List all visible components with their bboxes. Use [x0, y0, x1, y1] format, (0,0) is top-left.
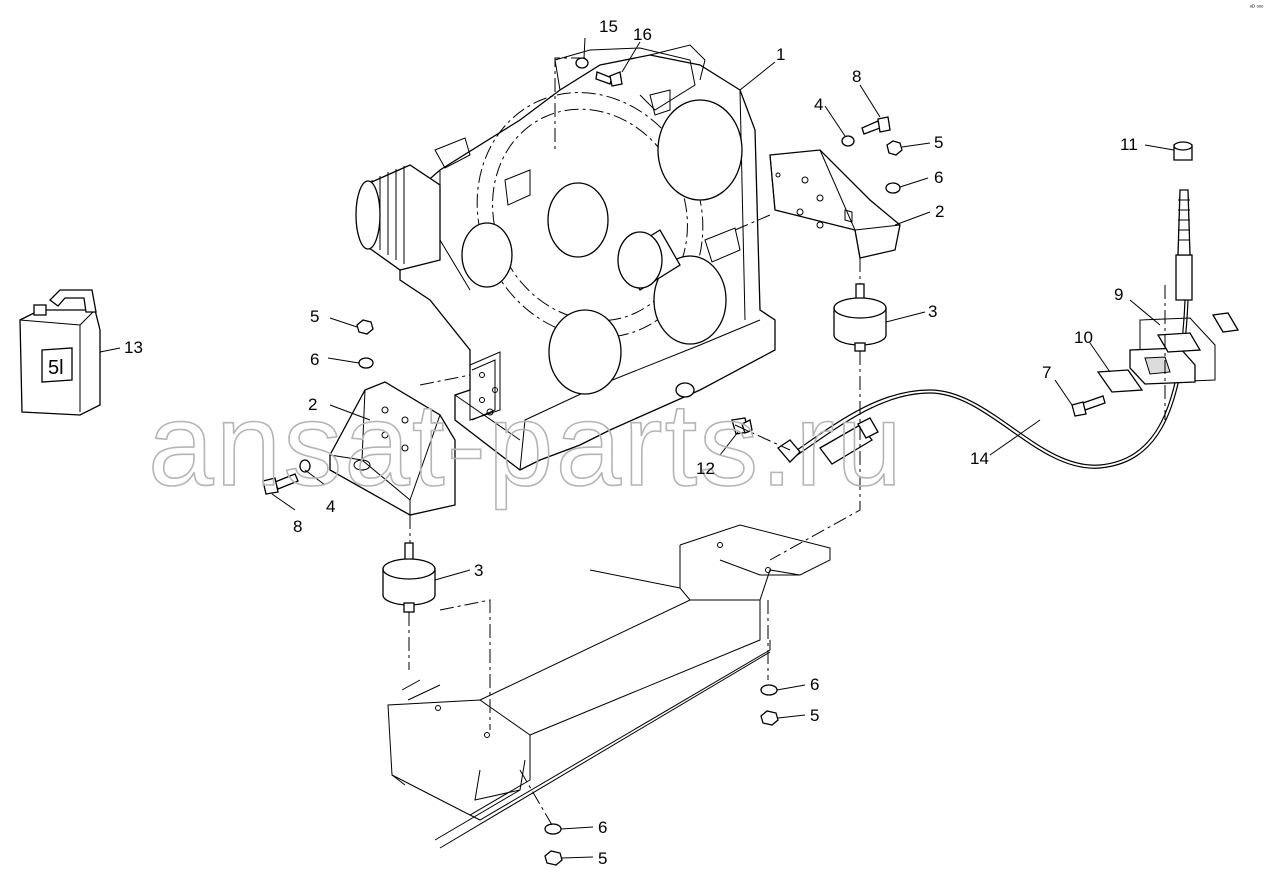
callout-13: 13	[124, 338, 143, 357]
assembly-center-lines	[408, 57, 861, 826]
mounting-bracket-right	[704, 149, 901, 263]
callout-3-upper: 3	[928, 302, 937, 321]
oil-canister: 5l	[19, 289, 101, 416]
callout-6-left: 6	[310, 350, 319, 369]
leader-lines	[99, 37, 1175, 859]
callout-6-bottom-mid: 6	[810, 675, 819, 694]
callout-4-right: 4	[814, 95, 823, 114]
callout-5-bottom-left: 5	[598, 849, 607, 868]
fasteners	[262, 57, 1106, 866]
callout-14: 14	[970, 449, 989, 468]
callout-5-right: 5	[934, 133, 943, 152]
callout-7: 7	[1042, 363, 1051, 382]
control-cable-assembly	[777, 141, 1240, 469]
callout-9: 9	[1114, 285, 1123, 304]
callout-10: 10	[1074, 328, 1093, 347]
callout-5-left: 5	[310, 307, 319, 326]
mounting-bracket-left	[329, 351, 501, 516]
mounting-frame	[387, 524, 831, 849]
callout-8-left: 8	[293, 517, 302, 536]
gearbox-housing	[355, 44, 776, 471]
callout-2-right: 2	[935, 202, 944, 221]
callout-6-bottom-left: 6	[598, 818, 607, 837]
callout-11: 11	[1120, 135, 1138, 154]
callout-labels: 1 2 2 3 3 4 4 5 5 5 5 6 6 6 6 7 8 8 9 10…	[124, 17, 1138, 868]
corner-mark: ᵒᴰ ᵒᵒᵒ	[1250, 4, 1264, 11]
watermark-text: ansat-parts.ru	[148, 379, 904, 511]
callout-2-left: 2	[308, 395, 317, 414]
callout-16: 16	[633, 25, 652, 44]
callout-1: 1	[776, 45, 785, 64]
callout-4-left: 4	[326, 497, 335, 516]
rubber-mount-upper	[833, 283, 887, 352]
canister-volume-text: 5l	[48, 357, 64, 379]
callout-6-right: 6	[934, 168, 943, 187]
callout-8-right: 8	[852, 67, 861, 86]
input-coupling	[355, 164, 441, 271]
callout-3-lower: 3	[474, 561, 483, 580]
callout-12: 12	[696, 459, 715, 478]
callout-5-bottom-mid: 5	[810, 706, 819, 725]
rubber-mount-lower	[382, 542, 436, 613]
callout-15: 15	[599, 17, 618, 36]
